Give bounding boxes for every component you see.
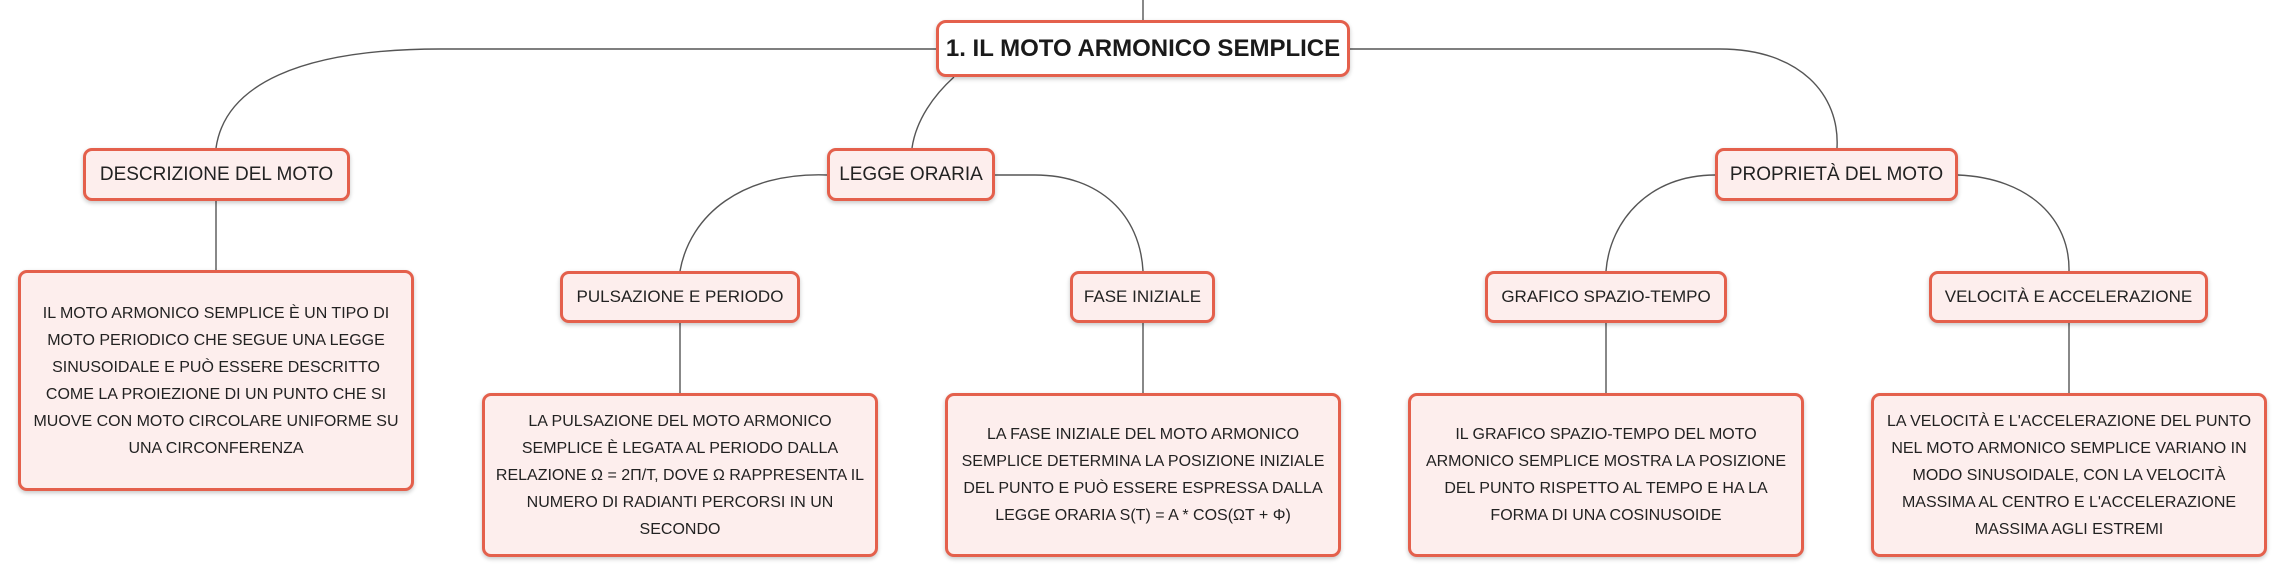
subtopic-velocita-label: VELOCITÀ E ACCELERAZIONE	[1944, 287, 2193, 306]
subtopic-grafico-label: GRAFICO SPAZIO-TEMPO	[1501, 287, 1711, 306]
connector-root-legge	[911, 76, 955, 149]
subtopic-grafico-spazio-tempo[interactable]: GRAFICO SPAZIO-TEMPO	[1485, 271, 1727, 323]
topic-legge-oraria[interactable]: LEGGE ORARIA	[827, 148, 995, 201]
leaf-grafico-text: IL GRAFICO SPAZIO-TEMPO DEL MOTO ARMONIC…	[1425, 426, 1787, 524]
subtopic-pulsazione-label: PULSAZIONE E PERIODO	[576, 287, 784, 306]
connector-proprieta-grafico	[1605, 174, 1716, 272]
topic-descrizione-del-moto[interactable]: DESCRIZIONE DEL MOTO	[83, 148, 350, 201]
topic-legge-label: LEGGE ORARIA	[839, 163, 983, 185]
topic-proprieta-label: PROPRIETÀ DEL MOTO	[1729, 163, 1944, 185]
leaf-fase-text: LA FASE INIZIALE DEL MOTO ARMONICO SEMPL…	[961, 426, 1325, 524]
connector-proprieta-velocita	[1957, 174, 2070, 272]
root-topic[interactable]: 1. IL MOTO ARMONICO SEMPLICE	[936, 20, 1350, 77]
connector-root-descrizione	[215, 48, 936, 149]
topic-proprieta-del-moto[interactable]: PROPRIETÀ DEL MOTO	[1715, 148, 1958, 201]
connector-legge-fase	[995, 174, 1144, 272]
leaf-fase[interactable]: LA FASE INIZIALE DEL MOTO ARMONICO SEMPL…	[945, 393, 1341, 557]
topic-descrizione-label: DESCRIZIONE DEL MOTO	[99, 163, 334, 185]
leaf-velocita-text: LA VELOCITÀ E L'ACCELERAZIONE DEL PUNTO …	[1886, 412, 2252, 538]
subtopic-pulsazione-e-periodo[interactable]: PULSAZIONE E PERIODO	[560, 271, 800, 323]
subtopic-fase-label: FASE INIZIALE	[1083, 287, 1202, 306]
root-topic-label: 1. IL MOTO ARMONICO SEMPLICE	[945, 34, 1341, 62]
subtopic-fase-iniziale[interactable]: FASE INIZIALE	[1070, 271, 1215, 323]
leaf-grafico[interactable]: IL GRAFICO SPAZIO-TEMPO DEL MOTO ARMONIC…	[1408, 393, 1804, 557]
connector-legge-pulsazione	[679, 174, 828, 272]
leaf-descrizione[interactable]: IL MOTO ARMONICO SEMPLICE È UN TIPO DI M…	[18, 270, 414, 491]
subtopic-velocita-e-accelerazione[interactable]: VELOCITÀ E ACCELERAZIONE	[1929, 271, 2208, 323]
connector-root-proprieta	[1350, 48, 1838, 149]
leaf-pulsazione-text: LA PULSAZIONE DEL MOTO ARMONICO SEMPLICE…	[495, 412, 865, 538]
leaf-pulsazione[interactable]: LA PULSAZIONE DEL MOTO ARMONICO SEMPLICE…	[482, 393, 878, 557]
leaf-descrizione-text: IL MOTO ARMONICO SEMPLICE È UN TIPO DI M…	[33, 304, 399, 457]
leaf-velocita[interactable]: LA VELOCITÀ E L'ACCELERAZIONE DEL PUNTO …	[1871, 393, 2267, 557]
